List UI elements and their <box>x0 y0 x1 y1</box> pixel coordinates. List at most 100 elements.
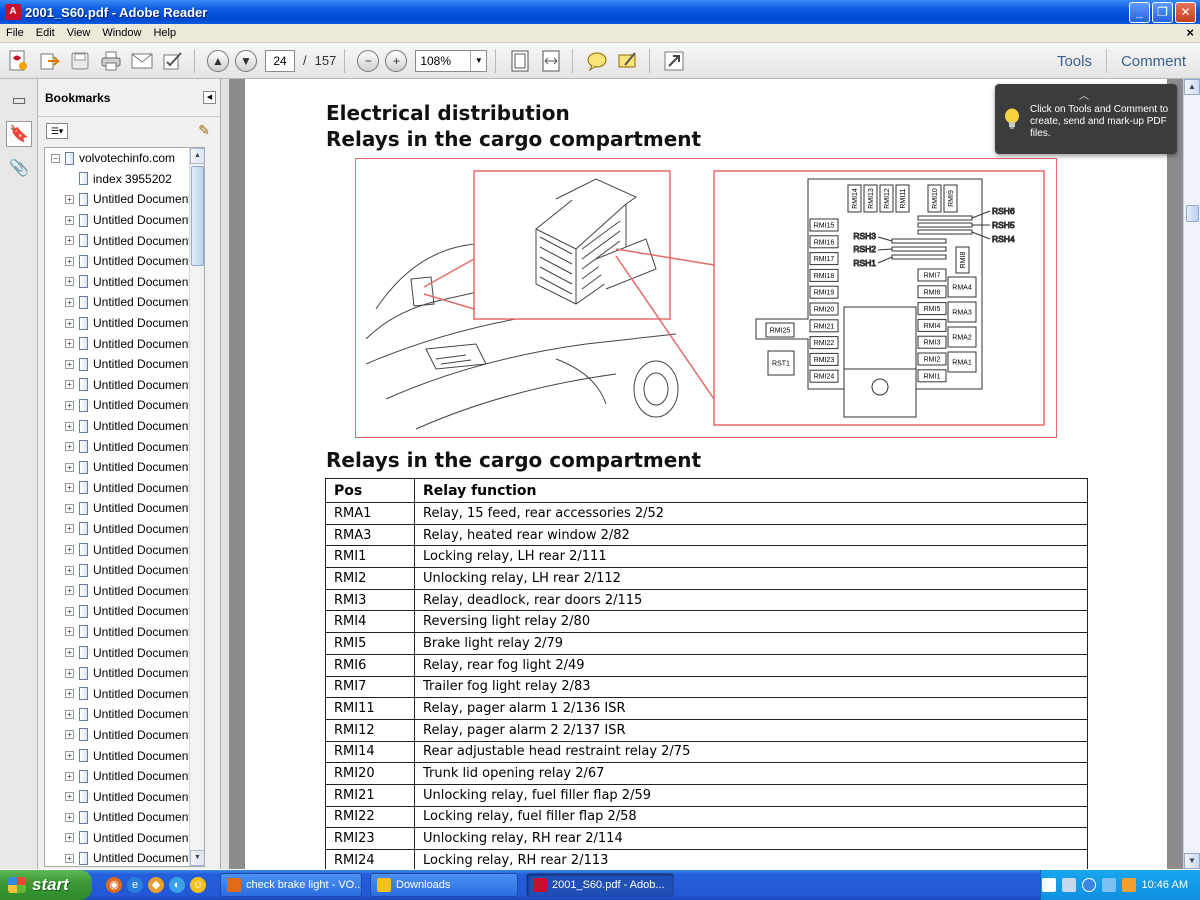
expand-icon[interactable]: + <box>65 339 74 349</box>
bookmark-item[interactable]: +Untitled Document <box>45 292 204 313</box>
menu-window[interactable]: Window <box>102 27 142 39</box>
menu-file[interactable]: File <box>6 27 24 39</box>
zoom-in-button[interactable]: + <box>385 49 408 72</box>
tools-button[interactable]: Tools <box>1056 52 1092 70</box>
email-icon[interactable] <box>129 48 155 74</box>
expand-icon[interactable]: + <box>65 689 74 699</box>
expand-icon[interactable]: + <box>65 442 74 452</box>
start-button[interactable]: start <box>0 870 92 900</box>
media-icon[interactable]: ◆ <box>148 877 164 893</box>
attachment-icon[interactable]: 📎 <box>9 160 29 177</box>
volume-icon[interactable] <box>1061 878 1076 892</box>
expand-icon[interactable]: + <box>65 792 74 802</box>
page-number-input[interactable]: 24 <box>265 49 295 72</box>
bookmark-item[interactable]: +Untitled Document <box>45 622 204 643</box>
bookmark-item[interactable]: +Untitled Document <box>45 395 204 416</box>
expand-icon[interactable]: + <box>65 853 74 863</box>
print-icon[interactable] <box>98 48 124 74</box>
scroll-down-arrow[interactable]: ▼ <box>190 850 204 866</box>
bookmark-item[interactable]: +Untitled Document <box>45 580 204 601</box>
smiley-icon[interactable]: ☺ <box>190 877 206 893</box>
open-icon[interactable] <box>36 48 62 74</box>
menu-edit[interactable]: Edit <box>35 27 55 39</box>
task-firefox[interactable]: check brake light - VO... <box>220 873 362 897</box>
expand-icon[interactable]: + <box>65 277 74 287</box>
close-button[interactable]: ✕ <box>1175 2 1196 23</box>
expand-icon[interactable]: + <box>65 833 74 843</box>
expand-icon[interactable]: + <box>65 194 74 204</box>
zoom-select[interactable]: 108% ▼ <box>415 49 488 72</box>
sign-icon[interactable] <box>160 48 186 74</box>
bookmark-item[interactable]: +Untitled Document <box>45 354 204 375</box>
task-downloads[interactable]: Downloads <box>370 873 518 897</box>
expand-icon[interactable]: + <box>65 256 74 266</box>
bookmarks-scrollbar[interactable]: ▲ ▼ <box>189 148 204 866</box>
bookmark-item[interactable]: +Untitled Document <box>45 786 204 807</box>
firefox-icon[interactable]: ◉ <box>106 877 122 893</box>
expand-icon[interactable]: + <box>65 709 74 719</box>
document-scrollbar[interactable]: ▲ ▼ <box>1183 79 1200 869</box>
expand-icon[interactable]: + <box>65 421 74 431</box>
save-icon[interactable] <box>67 48 93 74</box>
new-bookmark-icon[interactable]: ✎ <box>198 122 210 138</box>
expand-icon[interactable]: + <box>65 751 74 761</box>
expand-icon[interactable]: + <box>65 545 74 555</box>
fit-page-icon[interactable] <box>507 48 533 74</box>
expand-icon[interactable]: + <box>65 359 74 369</box>
bookmark-item[interactable]: +Untitled Document <box>45 210 204 231</box>
bookmark-item[interactable]: +Untitled Document <box>45 828 204 849</box>
bookmark-item[interactable]: +Untitled Document <box>45 457 204 478</box>
highlight-icon[interactable] <box>615 48 641 74</box>
bookmark-item[interactable]: +Untitled Document <box>45 189 204 210</box>
expand-icon[interactable]: + <box>65 380 74 390</box>
close-document-button[interactable]: × <box>1186 25 1194 40</box>
chevron-left-icon[interactable] <box>1081 878 1096 892</box>
comment-button[interactable]: Comment <box>1120 52 1186 70</box>
expand-icon[interactable]: + <box>65 606 74 616</box>
scroll-up-arrow[interactable]: ▲ <box>1184 79 1200 95</box>
bookmark-item[interactable]: +Untitled Document <box>45 519 204 540</box>
bookmark-options-button[interactable]: ☰▾ <box>46 123 68 139</box>
expand-icon[interactable]: + <box>65 812 74 822</box>
bookmark-root[interactable]: − volvotechinfo.com <box>45 148 204 169</box>
scroll-thumb[interactable] <box>1186 205 1199 222</box>
bookmark-item[interactable]: +Untitled Document <box>45 313 204 334</box>
pages-icon[interactable]: ▭ <box>11 92 27 109</box>
bookmark-item[interactable]: +Untitled Document <box>45 663 204 684</box>
bookmark-item[interactable]: +Untitled Document <box>45 766 204 787</box>
bookmark-item[interactable]: +Untitled Document <box>45 807 204 828</box>
expand-icon[interactable]: + <box>65 668 74 678</box>
panel-splitter[interactable] <box>221 79 229 869</box>
collapse-icon[interactable]: − <box>51 153 60 163</box>
menu-help[interactable]: Help <box>153 27 177 39</box>
collapse-panel-button[interactable]: ◀ <box>203 91 216 104</box>
expand-icon[interactable]: + <box>65 400 74 410</box>
bookmark-item[interactable]: +Untitled Document <box>45 560 204 581</box>
bookmark-item[interactable]: +Untitled Document <box>45 704 204 725</box>
bookmark-item[interactable]: +Untitled Document <box>45 539 204 560</box>
expand-icon[interactable]: + <box>65 236 74 246</box>
create-pdf-icon[interactable] <box>5 48 31 74</box>
expand-icon[interactable]: + <box>65 462 74 472</box>
zoom-out-button[interactable]: − <box>357 49 380 72</box>
bookmark-item[interactable]: index 3955202 <box>45 169 204 190</box>
bookmark-item[interactable]: +Untitled Document <box>45 333 204 354</box>
scroll-down-arrow[interactable]: ▼ <box>1184 853 1200 869</box>
bookmark-item[interactable]: +Untitled Document <box>45 848 204 866</box>
bookmark-item[interactable]: +Untitled Document <box>45 642 204 663</box>
previous-page-button[interactable]: ▲ <box>207 49 229 72</box>
bookmark-item[interactable]: +Untitled Document <box>45 375 204 396</box>
expand-icon[interactable]: + <box>65 771 74 781</box>
expand-icon[interactable]: + <box>65 215 74 225</box>
bookmark-item[interactable]: +Untitled Document <box>45 601 204 622</box>
scroll-thumb[interactable] <box>191 166 204 266</box>
comment-bubble-icon[interactable] <box>584 48 610 74</box>
expand-icon[interactable]: + <box>65 586 74 596</box>
bookmark-item[interactable]: +Untitled Document <box>45 683 204 704</box>
help-icon[interactable] <box>1041 878 1056 892</box>
bookmark-item[interactable]: +Untitled Document <box>45 498 204 519</box>
bookmark-item[interactable]: +Untitled Document <box>45 251 204 272</box>
bookmark-item[interactable]: +Untitled Document <box>45 416 204 437</box>
bookmark-item[interactable]: +Untitled Document <box>45 230 204 251</box>
ie-icon[interactable]: e <box>127 877 143 893</box>
